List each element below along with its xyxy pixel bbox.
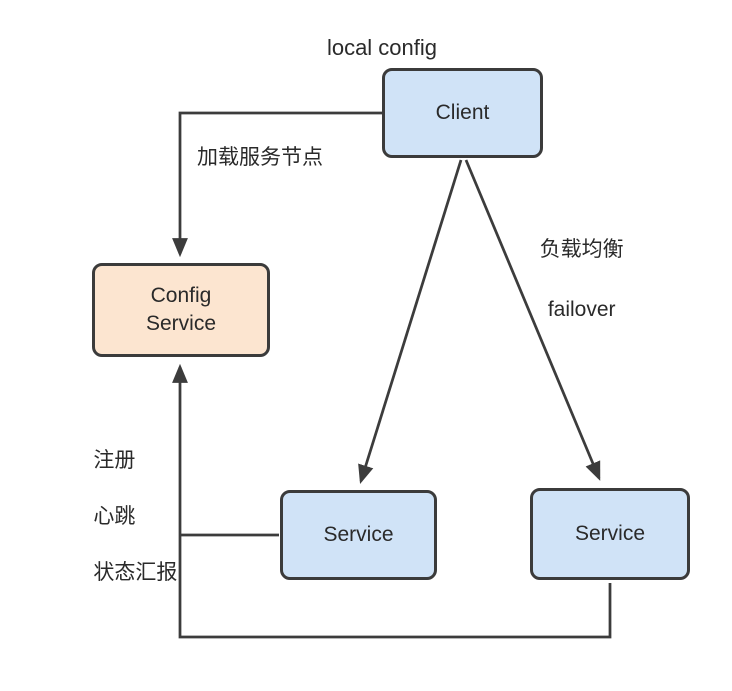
node-service-right-label: Service: [574, 522, 646, 545]
node-client: Client: [382, 68, 543, 158]
node-service-left: Service: [280, 490, 437, 580]
node-config-service-label: Config Service: [145, 284, 217, 335]
node-service-left-label: Service: [323, 523, 394, 546]
label-local-config: local config: [326, 35, 438, 60]
connector-client-to-service-right: [464, 159, 601, 481]
label-register-heartbeat-report: 注册 心跳 状态汇报: [93, 449, 178, 584]
node-client-label: Client: [435, 101, 490, 124]
node-service-right: Service: [530, 488, 690, 580]
connector-client-to-config-service: [172, 111, 384, 258]
connector-client-to-service-left: [358, 159, 463, 485]
connector-services-to-config-service: [172, 363, 612, 639]
label-load-service-nodes: 加载服务节点: [197, 146, 323, 169]
label-load-balance-failover: 负载均衡 failover: [539, 238, 624, 321]
node-config-service: Config Service: [92, 263, 270, 357]
